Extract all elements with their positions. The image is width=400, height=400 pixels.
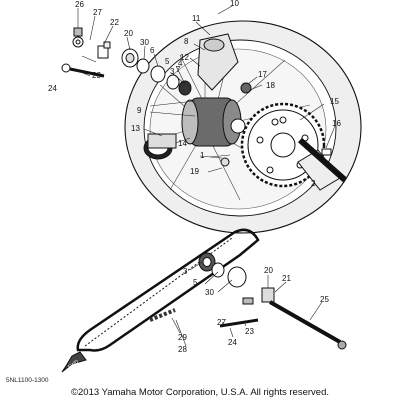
callout-22: 22 <box>110 18 119 27</box>
callout-23-lower: 23 <box>245 327 254 336</box>
copyright-notice: ©2013 Yamaha Motor Corporation, U.S.A. A… <box>71 387 329 398</box>
upper-hub-parts <box>61 27 192 96</box>
callout-20-lower: 20 <box>264 266 273 275</box>
callout-19: 19 <box>190 167 199 176</box>
callout-24-lower: 24 <box>228 338 237 347</box>
callout-13: 13 <box>131 124 140 133</box>
callout-9: 9 <box>137 106 142 115</box>
callout-26: 26 <box>75 0 84 9</box>
callout-24: 24 <box>48 84 57 93</box>
callout-3-lower: 3 <box>183 267 188 276</box>
callout-14: 14 <box>178 139 187 148</box>
callout-25: 25 <box>320 295 329 304</box>
callout-28: 28 <box>178 345 187 354</box>
callout-2: 2 <box>311 179 316 188</box>
axle-assembly <box>220 82 347 191</box>
drive-chain <box>76 228 260 352</box>
callout-30-lower: 30 <box>205 288 214 297</box>
fwd-label: FWD <box>67 359 80 371</box>
callout-4: 4 <box>178 59 183 68</box>
callout-30: 30 <box>140 38 149 47</box>
callout-11: 11 <box>192 14 201 23</box>
callout-16: 16 <box>332 119 341 128</box>
callout-12: 12 <box>180 53 189 62</box>
callout-5: 5 <box>165 57 170 66</box>
callout-3: 3 <box>170 67 175 76</box>
callout-numbers: 26 27 22 20 30 6 5 3 11 10 8 12 4 7 9 13… <box>48 0 341 354</box>
callout-6: 6 <box>150 46 155 55</box>
callout-8: 8 <box>184 37 189 46</box>
callout-21: 21 <box>282 274 291 283</box>
callout-23: 23 <box>92 71 101 80</box>
diagram-reference-code: 5NL1100-1300 <box>6 377 49 384</box>
brake-caliper-bracket <box>143 33 239 160</box>
leader-lines <box>75 5 336 347</box>
callout-7: 7 <box>176 65 181 74</box>
fwd-arrow-icon: FWD <box>61 351 87 373</box>
callout-18: 18 <box>266 81 275 90</box>
callout-10: 10 <box>230 0 239 8</box>
callout-15: 15 <box>330 97 339 106</box>
callout-27-lower: 27 <box>217 318 226 327</box>
callout-29: 29 <box>178 333 187 342</box>
callout-27: 27 <box>93 8 102 17</box>
callout-5-lower: 5 <box>193 278 198 287</box>
wheel-hub <box>181 97 246 147</box>
callout-17: 17 <box>258 70 267 79</box>
callout-1: 1 <box>200 151 205 160</box>
lower-axle-parts <box>149 252 347 350</box>
callout-20: 20 <box>124 29 133 38</box>
